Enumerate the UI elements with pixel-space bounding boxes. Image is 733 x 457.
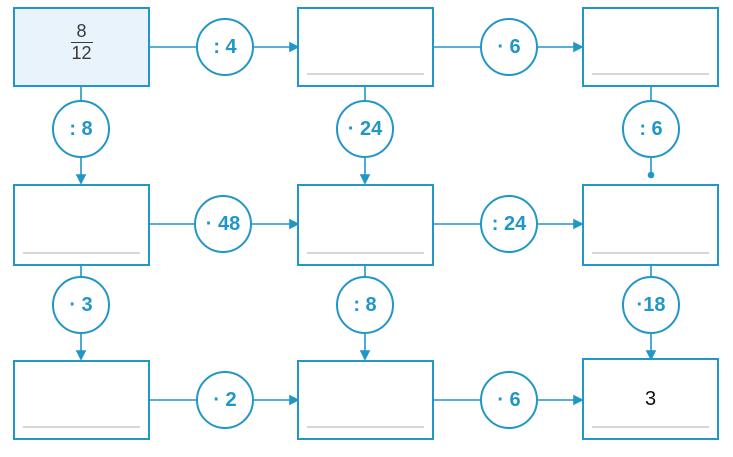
answer-box-r2c1[interactable]: [13, 184, 150, 266]
answer-box-r3c3: 3: [582, 358, 719, 440]
op-circle-r2c2: : 24: [480, 195, 538, 253]
fraction-denominator: 12: [71, 43, 92, 63]
answer-box-r1c3[interactable]: [582, 7, 719, 87]
op-circle-v1c1: · 24: [336, 100, 394, 158]
start-fraction: 8 12: [15, 21, 148, 63]
op-circle-r2c1: · 48: [194, 195, 252, 253]
fraction-numerator: 8: [76, 21, 87, 41]
known-value: 3: [644, 387, 657, 410]
op-circle-r1c1: : 4: [196, 18, 254, 76]
answer-box-r2c2[interactable]: [297, 184, 434, 266]
answer-box-r1c2[interactable]: [297, 7, 434, 87]
answer-box-r2c3[interactable]: [582, 184, 719, 266]
op-circle-v1c0: : 8: [52, 100, 110, 158]
start-fraction-box: 8 12: [13, 7, 150, 87]
answer-box-r3c2[interactable]: [297, 360, 434, 440]
answer-box-r3c1[interactable]: [13, 360, 150, 440]
op-circle-r1c2: · 6: [480, 18, 538, 76]
op-circle-v2c2: ·18: [622, 276, 680, 334]
op-circle-v2c0: · 3: [52, 276, 110, 334]
op-circle-r3c2: · 6: [480, 371, 538, 429]
op-circle-v1c2: : 6: [622, 100, 680, 158]
op-circle-v2c1: : 8: [336, 276, 394, 334]
op-circle-r3c1: · 2: [196, 371, 254, 429]
